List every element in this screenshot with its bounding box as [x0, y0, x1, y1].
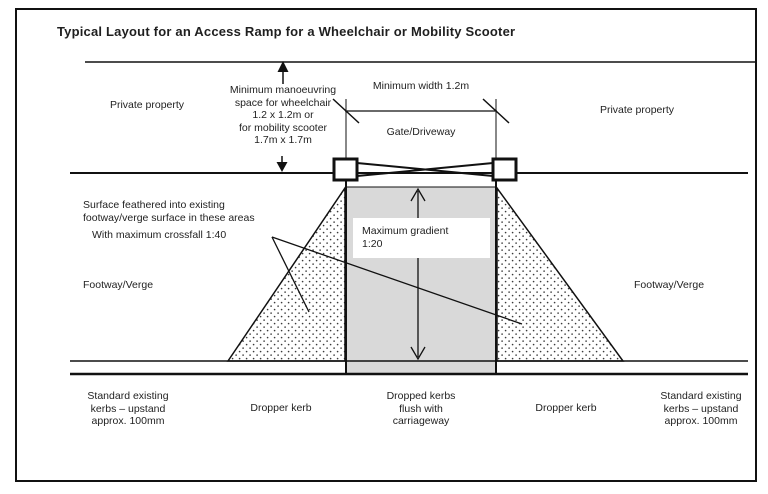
dimension-tick-left [332, 98, 360, 124]
private-property-left-label: Private property [109, 99, 185, 111]
manoeuvring-space-label: Minimum manoeuvring space for wheelchair… [229, 84, 337, 146]
max-crossfall-note: With maximum crossfall 1:40 [92, 229, 227, 241]
footway-verge-left-label: Footway/Verge [83, 279, 154, 291]
standard-kerbs-right-label: Standard existing kerbs – upstand approx… [660, 390, 742, 427]
up-arrow-icon [277, 61, 289, 84]
footway-verge-right-label: Footway/Verge [634, 279, 705, 291]
ramp-surface [346, 187, 496, 375]
dropper-kerb-left-label: Dropper kerb [250, 402, 312, 414]
leader-line-right [271, 236, 523, 325]
gate-post-right [491, 157, 518, 182]
standard-kerbs-left-label: Standard existing kerbs – upstand approx… [87, 390, 169, 427]
diagram-frame [15, 8, 757, 482]
private-property-right-label: Private property [599, 104, 675, 116]
minimum-width-label: Minimum width 1.2m [372, 80, 470, 92]
dimension-tick-right [482, 98, 510, 124]
feathered-area-right [496, 185, 625, 362]
leader-line-left [271, 236, 310, 313]
gate-bowtie-line-2 [356, 162, 494, 177]
dropper-kerb-right-label: Dropper kerb [535, 402, 597, 414]
dropped-kerbs-centre-label: Dropped kerbs flush with carriageway [386, 390, 456, 427]
diagram-title: Typical Layout for an Access Ramp for a … [57, 24, 516, 39]
down-arrow-icon [276, 156, 288, 172]
max-gradient-label: Maximum gradient 1:20 [362, 225, 449, 250]
gate-driveway-label: Gate/Driveway [386, 126, 456, 138]
surface-feathered-note: Surface feathered into existing footway/… [83, 199, 255, 224]
gate-post-left [332, 157, 359, 182]
max-gradient-callout [353, 218, 490, 258]
